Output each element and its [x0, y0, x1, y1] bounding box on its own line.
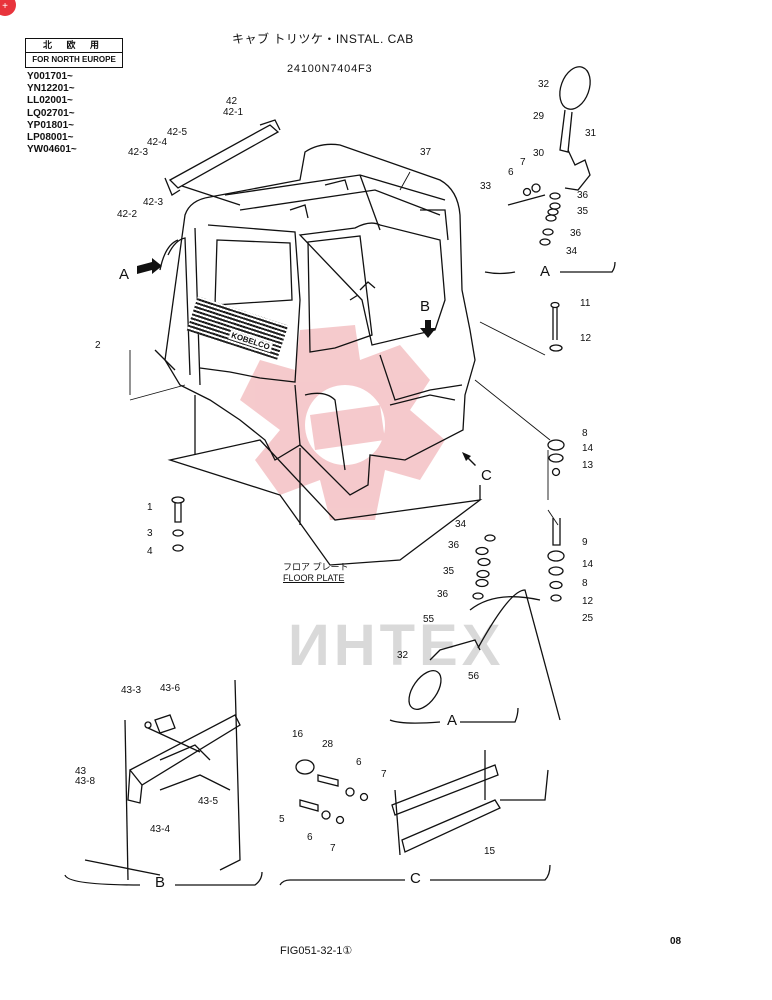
view-label-a: A [119, 266, 130, 283]
floor-plate-en: FLOOR PLATE [283, 573, 345, 583]
callout-label: 29 [533, 111, 545, 122]
callout-label: 56 [468, 671, 480, 682]
part-number: 24100N7404F3 [287, 63, 373, 75]
region-box: 北 欧 用 FOR NORTH EUROPE [25, 38, 123, 68]
callout-label: 6 [508, 167, 514, 178]
callout-label: 35 [443, 566, 455, 577]
callout-label: 31 [585, 128, 597, 139]
callout-label: 42-3 [143, 197, 164, 208]
view-a-caption-lower: A [447, 712, 458, 729]
view-b-drawing [64, 679, 263, 886]
callout-label: 42-2 [117, 209, 138, 220]
callout-label: 36 [448, 540, 460, 551]
callout-label: 12 [580, 333, 592, 344]
callout-label: 43-8 [75, 776, 96, 787]
callout-label: 43-5 [198, 796, 219, 807]
region-jp: 北 欧 用 [26, 39, 122, 53]
arrow-c-icon [462, 452, 476, 466]
serial-number: YP01801~ [27, 119, 74, 131]
callout-label: 16 [292, 729, 304, 740]
callout-label: 42 [226, 96, 238, 107]
callout-label: 7 [381, 769, 387, 780]
leader-lines [129, 171, 559, 526]
callout-label: 35 [577, 206, 589, 217]
serial-number: LP08001~ [27, 132, 74, 144]
view-label-b: B [420, 298, 431, 315]
callout-label: 43 [75, 766, 87, 777]
callout-label: 8 [582, 428, 588, 439]
callout-label: 55 [423, 614, 435, 625]
floor-plate-label: フロア プレート FLOOR PLATE [283, 562, 349, 584]
figure-code: FIG051-32-1① [280, 945, 353, 957]
callout-label: 42-1 [223, 107, 244, 118]
callout-label: 13 [582, 460, 594, 471]
floor-plate-jp: フロア プレート [283, 562, 349, 572]
serial-number: LL02001~ [27, 95, 73, 107]
callout-label: 43-6 [160, 683, 181, 694]
callout-label: 36 [437, 589, 449, 600]
callout-label: 6 [307, 832, 313, 843]
callout-label: 5 [279, 814, 285, 825]
serial-number: LQ02701~ [27, 107, 75, 119]
callout-label: 28 [322, 739, 334, 750]
callout-label: 7 [520, 157, 526, 168]
serial-list: Y001701~ YN12201~ LL02001~ LQ02701~ YP01… [27, 71, 77, 156]
callout-label: 9 [582, 537, 588, 548]
callout-label: 34 [455, 519, 467, 530]
callout-label: 42-4 [147, 137, 168, 148]
callout-label: 11 [580, 298, 591, 309]
callout-label: 14 [582, 443, 594, 454]
arrow-a-icon [137, 258, 162, 274]
mount-hardware-right [547, 301, 565, 602]
mirror-lower [389, 534, 561, 724]
callout-label: 25 [582, 613, 594, 624]
callout-label: 32 [538, 79, 550, 90]
view-b-caption: B [155, 874, 166, 891]
callout-label: 3 [147, 528, 153, 539]
callout-label: 32 [397, 650, 409, 661]
serial-number: YN12201~ [27, 83, 75, 95]
view-c-drawing [279, 750, 551, 886]
callout-label: 30 [533, 148, 545, 159]
view-a-caption-top: A [540, 263, 551, 280]
view-label-c: C [481, 467, 492, 484]
callout-label: 33 [480, 181, 492, 192]
mirror-mount-hardware-top [507, 183, 561, 246]
corner-badge: + [0, 0, 16, 16]
callout-label: 42-5 [167, 127, 188, 138]
callout-label: 12 [582, 596, 594, 607]
callout-label: 42-3 [128, 147, 149, 158]
callout-label: 8 [582, 578, 588, 589]
callout-label: 34 [566, 246, 578, 257]
arrow-b-icon [420, 320, 436, 338]
view-c-caption: C [410, 870, 421, 887]
page-title: キャブ トリツケ・INSTAL. CAB [232, 32, 414, 46]
serial-number: Y001701~ [27, 71, 73, 82]
callout-label: 43-4 [150, 824, 171, 835]
callout-label: 6 [356, 757, 362, 768]
callout-label: 15 [484, 846, 496, 857]
callout-label: 36 [570, 228, 582, 239]
callout-label: 14 [582, 559, 594, 570]
mount-hardware-left [171, 496, 185, 552]
callout-label: 7 [330, 843, 336, 854]
callout-label: 2 [95, 340, 101, 351]
callout-label: 4 [147, 546, 153, 557]
roof-bracket [164, 119, 281, 206]
watermark-text: ИНТЕХ [288, 613, 505, 678]
region-en: FOR NORTH EUROPE [32, 55, 116, 64]
mirror-top [484, 66, 616, 275]
floor-plate-outline [167, 395, 483, 566]
callout-label: 43-3 [121, 685, 142, 696]
watermark-logo [240, 325, 445, 520]
serial-number: YW04601~ [27, 144, 77, 156]
view-arrows [137, 258, 476, 466]
callout-label: 37 [420, 147, 432, 158]
callout-label: 1 [147, 502, 153, 513]
callout-label: 36 [577, 190, 589, 201]
page-number: 08 [670, 936, 682, 947]
